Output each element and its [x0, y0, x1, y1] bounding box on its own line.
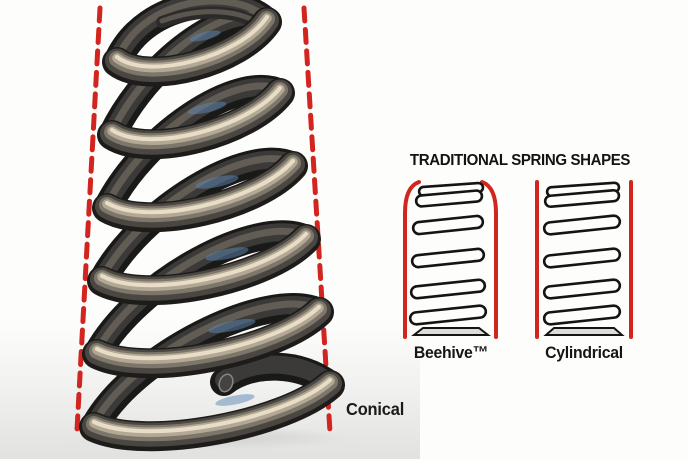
- beehive-label: Beehive™: [413, 343, 489, 362]
- beehive-coils: [408, 181, 491, 336]
- beehive-spring-icon: [403, 180, 498, 339]
- cylindrical-coils: [542, 181, 625, 336]
- cylindrical-guide-lines: [535, 180, 633, 339]
- bottom-wire-tip: [217, 365, 330, 394]
- conical-label: Conical: [346, 399, 405, 419]
- left-dashed-guide-line: [74, 5, 103, 433]
- beehive-guide-lines: [403, 180, 498, 339]
- cylindrical-spring-icon: [535, 180, 633, 339]
- panel-title: TRADITIONAL SPRING SHAPES: [409, 152, 631, 169]
- blue-reflections: [187, 30, 256, 406]
- cylindrical-label: Cylindrical: [545, 343, 623, 362]
- right-dashed-guide-line: [301, 5, 333, 435]
- conical-guide-lines: [74, 5, 333, 435]
- conical-spring-photo: [0, 0, 420, 459]
